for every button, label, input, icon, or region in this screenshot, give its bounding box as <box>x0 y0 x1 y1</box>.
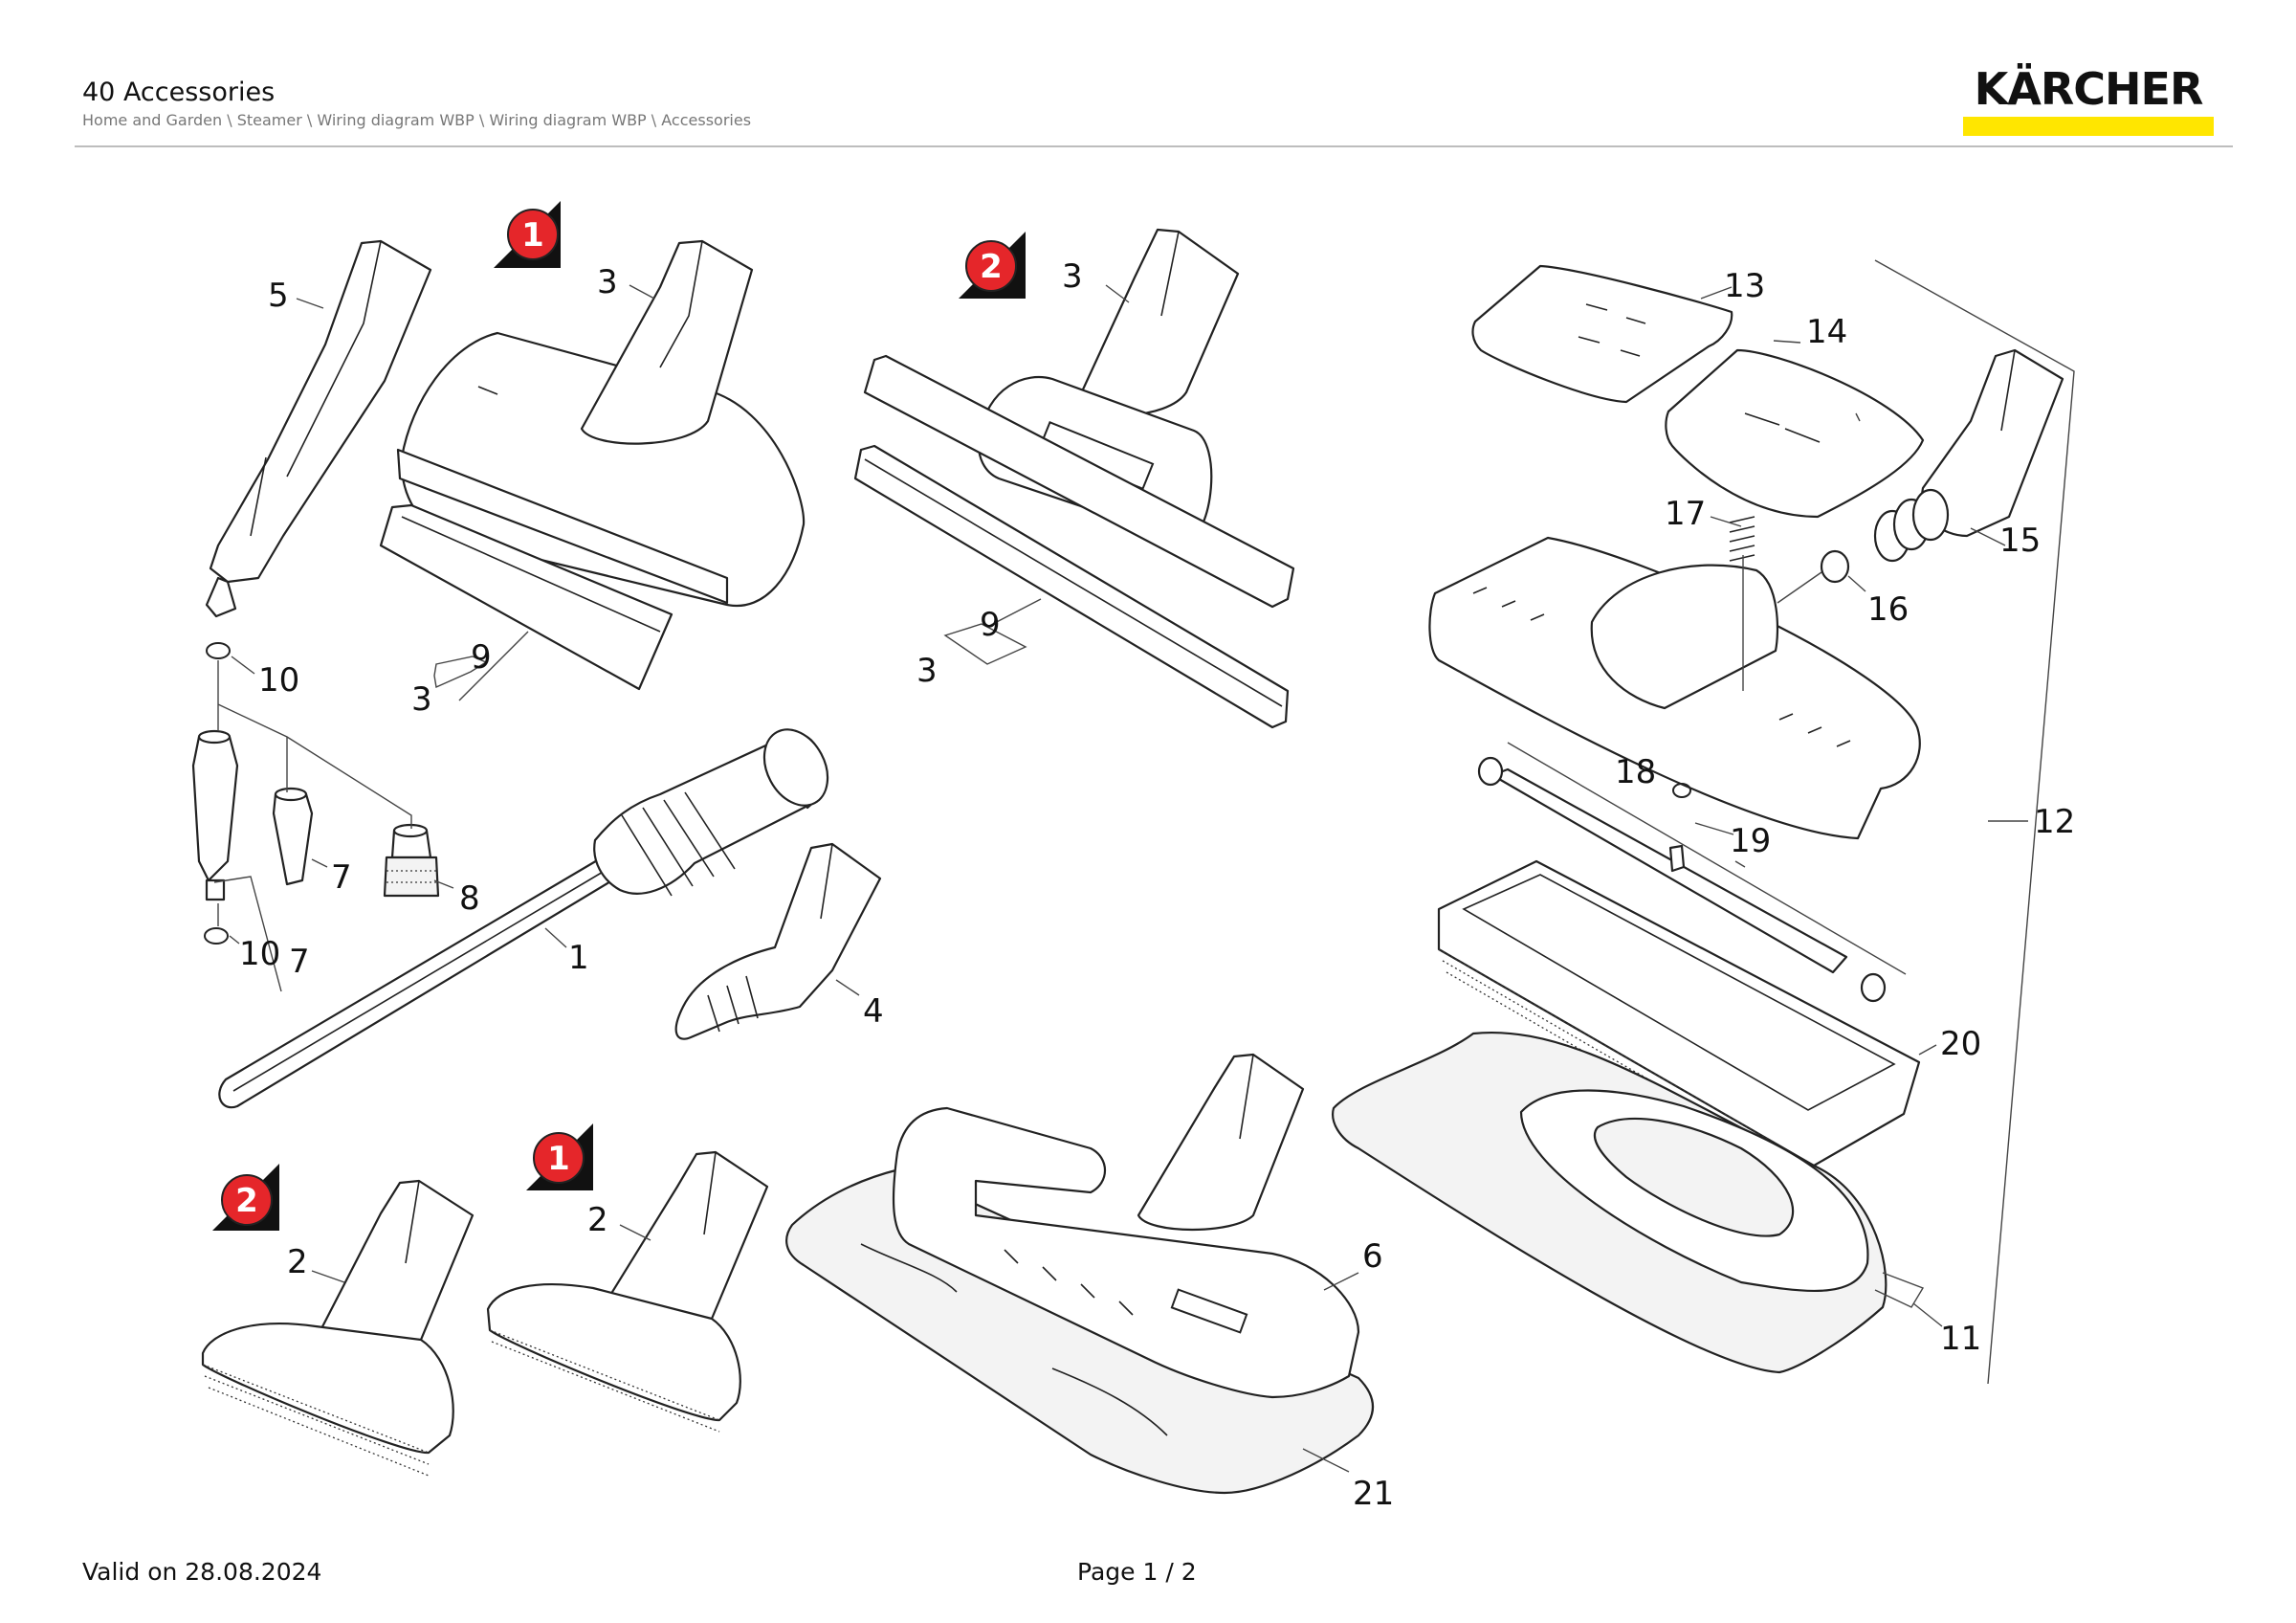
logo-wordmark: KÄRCHER <box>1974 63 2204 115</box>
callout-5: 5 <box>268 277 289 315</box>
callout-1: 1 <box>568 939 589 977</box>
part-2-hand-brush-left <box>201 1179 475 1477</box>
callout-2-left: 2 <box>287 1243 308 1281</box>
callout-3-middle: 3 <box>1062 257 1083 296</box>
callout-14: 14 <box>1806 313 1847 351</box>
part-10-o-ring-upper <box>206 642 231 659</box>
part-8-round-brush <box>383 823 440 898</box>
tip-assembly-leader-lines <box>213 660 412 992</box>
callouts: 5 3 3 13 14 17 15 16 10 3 9 3 9 18 19 12… <box>229 257 2075 1513</box>
callout-3-bottom-left: 3 <box>411 680 432 719</box>
main-floor-nozzle-base <box>1428 536 1921 840</box>
page-number: Page 1 / 2 <box>1077 1558 1197 1586</box>
callout-7-lower: 7 <box>289 943 310 981</box>
part-3-window-squeegee <box>853 228 1295 729</box>
part-15-swivel-connector <box>1873 348 2064 563</box>
callout-20: 20 <box>1940 1025 1981 1063</box>
callout-18: 18 <box>1615 753 1656 791</box>
part-14-cover <box>1665 348 1925 519</box>
part-11-cloth-set <box>1332 1032 1888 1374</box>
assembly-marker-1-bottom: 1 <box>526 1123 593 1190</box>
callout-12: 12 <box>2034 803 2075 841</box>
assembly-marker-2-bottom: 2 <box>212 1164 279 1231</box>
page-title: 40 Accessories <box>82 78 276 107</box>
callout-16: 16 <box>1867 590 1909 629</box>
callout-19: 19 <box>1730 822 1771 860</box>
assembly-marker-2-top: 2 <box>959 232 1026 299</box>
part-7-round-nozzle-long <box>191 729 239 901</box>
callout-15: 15 <box>1999 522 2041 560</box>
part-20-brush-frame <box>1437 859 1921 1189</box>
part-4-point-nozzle <box>674 842 882 1040</box>
assembly-marker-1-top: 1 <box>494 201 561 268</box>
callout-6: 6 <box>1362 1237 1383 1276</box>
header-divider <box>75 145 2233 147</box>
marker-label: 2 <box>235 1182 258 1220</box>
callout-10-upper: 10 <box>258 661 299 700</box>
callout-8: 8 <box>459 879 480 918</box>
part-5-angled-nozzle <box>205 239 432 618</box>
marker-label: 1 <box>547 1140 570 1178</box>
callout-3-left: 3 <box>597 263 618 301</box>
part-19-axle <box>1477 756 1887 1003</box>
callout-3-bottom-middle: 3 <box>916 652 938 690</box>
part-10-o-ring-lower <box>204 927 229 945</box>
breadcrumb: Home and Garden \ Steamer \ Wiring diagr… <box>82 111 752 129</box>
part-2-hand-brush-right <box>486 1150 769 1433</box>
callout-10-lower: 10 <box>239 935 280 973</box>
part-6-floor-nozzle <box>892 1053 1360 1399</box>
callout-7-upper: 7 <box>331 858 352 897</box>
marker-label: 2 <box>980 248 1003 286</box>
callout-21: 21 <box>1353 1475 1394 1513</box>
page-header: 40 Accessories Home and Garden \ Steamer… <box>82 77 751 129</box>
callout-9-middle: 9 <box>980 606 1001 644</box>
part-16-o-ring <box>1820 549 1850 584</box>
callout-17: 17 <box>1665 495 1706 533</box>
callout-9-left: 9 <box>471 638 492 677</box>
valid-date: Valid on 28.08.2024 <box>82 1558 322 1586</box>
callout-13: 13 <box>1724 267 1765 305</box>
marker-label: 1 <box>521 216 544 255</box>
part-17-spring <box>1729 516 1755 562</box>
part-13-pad <box>1471 264 1733 404</box>
part-1-extension-tube <box>218 728 829 1109</box>
callout-4: 4 <box>863 992 884 1031</box>
callout-11: 11 <box>1940 1320 1981 1358</box>
part-12-bracket-line <box>1855 259 2075 1385</box>
part-7-round-nozzle-short <box>272 787 314 886</box>
karcher-logo: KÄRCHER <box>1963 65 2214 136</box>
part-3-hand-nozzle <box>379 239 806 691</box>
callout-2-right: 2 <box>587 1201 608 1239</box>
part-18-washer <box>1672 783 1691 798</box>
logo-yellow-bar <box>1963 117 2214 136</box>
